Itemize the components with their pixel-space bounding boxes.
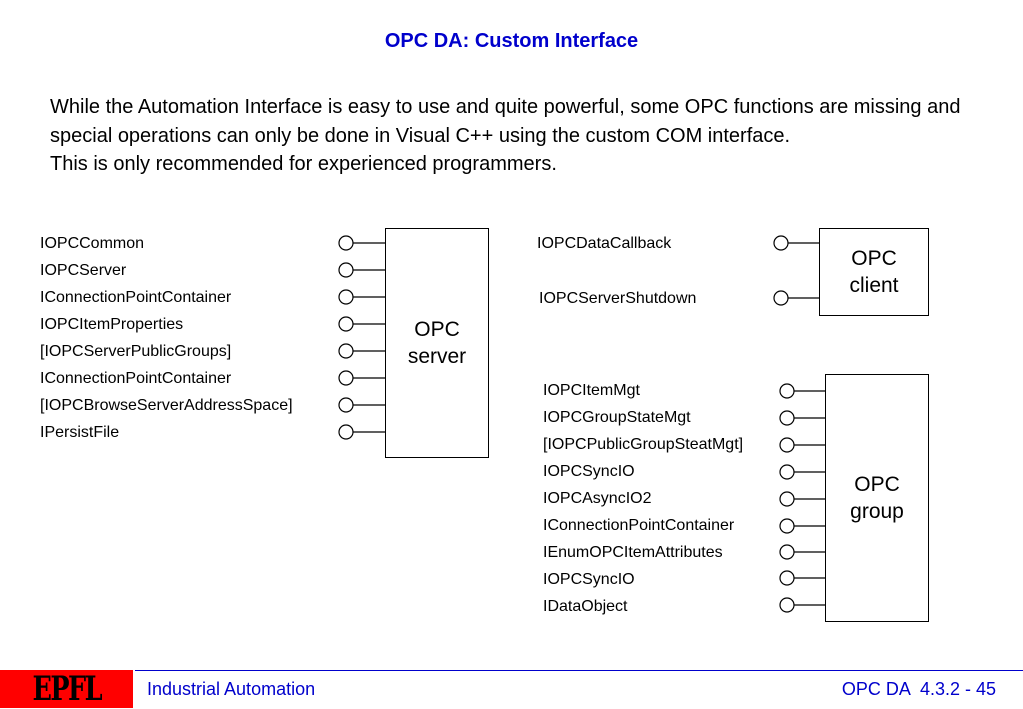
intro-text: While the Automation Interface is easy t…: [50, 93, 990, 179]
client-interface-label: IOPCDataCallback: [537, 235, 672, 252]
server-interface-circle: [338, 397, 354, 413]
server-interface-label: IPersistFile: [40, 424, 120, 441]
server-interface-circle: [338, 289, 354, 305]
group-interface-circle: [779, 410, 795, 426]
group-interface-circle: [779, 464, 795, 480]
group-interface-label: IOPCSyncIO: [543, 463, 635, 480]
group-interface-label: IEnumOPCItemAttributes: [543, 544, 723, 561]
group-interface-circle: [779, 491, 795, 507]
opc-group-label: OPC group: [850, 473, 904, 523]
group-interface-circle: [779, 597, 795, 613]
opc-server-label: OPC server: [407, 318, 467, 368]
group-interface-circle: [779, 437, 795, 453]
server-interface-circle: [338, 424, 354, 440]
group-interface-circle: [779, 570, 795, 586]
footer-course: Industrial Automation: [147, 679, 316, 699]
opc-client-label: OPC client: [849, 247, 899, 297]
intro-paragraph-2: This is only recommended for experienced…: [50, 153, 557, 175]
footer-slide-ref: OPC DA 4.3.2 - 45: [841, 679, 996, 699]
epfl-logo-text: EPFL: [32, 669, 102, 709]
client-interface-circle: [773, 290, 789, 306]
server-interface-label: IOPCServer: [40, 262, 127, 279]
group-interface-circle: [779, 383, 795, 399]
group-interface-label: IOPCGroupStateMgt: [543, 409, 691, 426]
client-interface-label: IOPCServerShutdown: [539, 290, 697, 307]
server-interface-label: IConnectionPointContainer: [40, 289, 232, 306]
group-interface-label: IOPCAsyncIO2: [543, 490, 652, 507]
group-interface-label: IConnectionPointContainer: [543, 517, 735, 534]
server-interface-label: [IOPCBrowseServerAddressSpace]: [40, 397, 293, 414]
group-interface-label: IDataObject: [543, 598, 628, 615]
server-interface-circle: [338, 370, 354, 386]
server-interface-circle: [338, 343, 354, 359]
opc-client-box: OPC client: [819, 228, 929, 316]
footer-rule: [135, 670, 1023, 671]
server-interface-circle: [338, 316, 354, 332]
group-interface-circle: [779, 518, 795, 534]
server-interface-circle: [338, 262, 354, 278]
group-interface-circle: [779, 544, 795, 560]
intro-paragraph-1: While the Automation Interface is easy t…: [50, 96, 961, 147]
group-interface-label: IOPCSyncIO: [543, 571, 635, 588]
group-interface-label: [IOPCPublicGroupSteatMgt]: [543, 436, 744, 453]
opc-server-box: OPC server: [385, 228, 489, 458]
client-interface-circle: [773, 235, 789, 251]
server-interface-label: IOPCCommon: [40, 235, 145, 252]
server-interface-label: [IOPCServerPublicGroups]: [40, 343, 232, 360]
group-interface-label: IOPCItemMgt: [543, 382, 640, 399]
server-interface-label: IOPCItemProperties: [40, 316, 184, 333]
opc-group-box: OPC group: [825, 374, 929, 622]
server-interface-circle: [338, 235, 354, 251]
slide-title: OPC DA: Custom Interface: [384, 30, 639, 52]
server-interface-label: IConnectionPointContainer: [40, 370, 232, 387]
epfl-logo: EPFL: [0, 669, 133, 709]
